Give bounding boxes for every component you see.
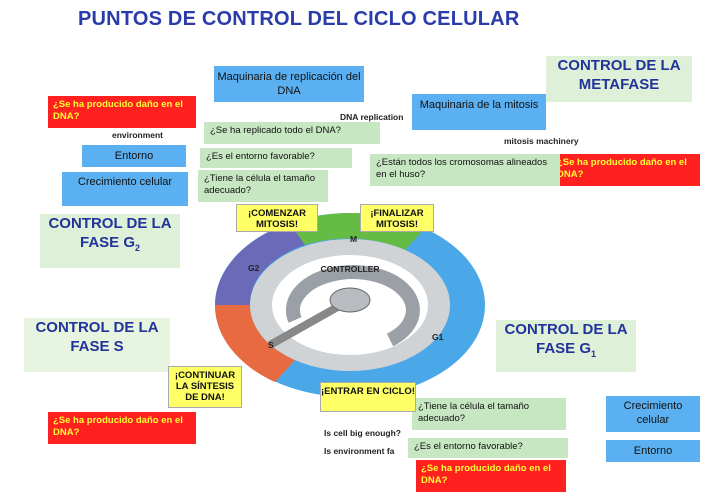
page-title: PUNTOS DE CONTROL DEL CICLO CELULAR: [78, 8, 520, 30]
damage-question-g1: ¿Se ha producido daño en el DNA?: [416, 460, 566, 492]
blue-entorno-left: Entorno: [82, 145, 186, 167]
phase-g1-label: G1: [432, 332, 444, 342]
damage-question-s: ¿Se ha producido daño en el DNA?: [48, 412, 196, 444]
yellow-finalizar: ¡FINALIZAR MITOSIS!: [360, 204, 434, 232]
control-fase-s: CONTROL DE LA FASE S: [24, 318, 170, 372]
blue-crecimiento-right: Crecimiento celular: [606, 396, 700, 432]
green-entorno-top: ¿Es el entorno favorable?: [200, 148, 352, 168]
blue-mitosis: Maquinaria de la mitosis: [412, 94, 546, 130]
control-g1-text: CONTROL DE LA FASE G: [504, 321, 628, 357]
cell-cycle-wheel: [214, 213, 485, 397]
phase-m-label: M: [350, 234, 358, 244]
controller-label: CONTROLLER: [320, 264, 380, 274]
control-g2-sub: 2: [135, 243, 141, 253]
english-environment: environment: [112, 130, 164, 140]
english-cell-big: Is cell big enough?: [324, 428, 401, 438]
yellow-entrar: ¡ENTRAR EN CICLO!: [320, 382, 416, 412]
english-dna-replication: DNA replication: [340, 112, 404, 122]
control-metafase: CONTROL DE LA METAFASE: [546, 56, 692, 102]
control-g2-text: CONTROL DE LA FASE G: [48, 215, 172, 251]
yellow-comenzar: ¡COMENZAR MITOSIS!: [236, 204, 318, 232]
damage-question-g2: ¿Se ha producido daño en el DNA?: [48, 96, 196, 128]
green-tamano-top: ¿Tiene la célula el tamaño adecuado?: [198, 170, 328, 202]
green-tamano-bottom: ¿Tiene la célula el tamaño adecuado?: [412, 398, 566, 430]
blue-replicacion: Maquinaria de replicación del DNA: [214, 66, 364, 102]
green-replicado: ¿Se ha replicado todo el DNA?: [204, 122, 380, 144]
green-entorno-bottom: ¿Es el entorno favorable?: [408, 438, 568, 458]
phase-g2-label: G2: [248, 263, 260, 273]
control-fase-g1: CONTROL DE LA FASE G1: [496, 320, 636, 372]
phase-s-label: S: [268, 340, 274, 350]
control-fase-g2: CONTROL DE LA FASE G2: [40, 214, 180, 268]
blue-entorno-right: Entorno: [606, 440, 700, 462]
blue-crecimiento-left: Crecimiento celular: [62, 172, 188, 206]
english-mitosis-machinery: mitosis machinery: [504, 136, 579, 146]
english-env-favorable: Is environment fa: [324, 446, 395, 456]
yellow-continuar: ¡CONTINUAR LA SÍNTESIS DE DNA!: [168, 366, 242, 408]
damage-question-metafase: ¿Se ha producido daño en el DNA?: [552, 154, 700, 186]
control-g1-sub: 1: [591, 349, 597, 359]
green-cromosomas: ¿Están todos los cromosomas alineados en…: [370, 154, 560, 186]
